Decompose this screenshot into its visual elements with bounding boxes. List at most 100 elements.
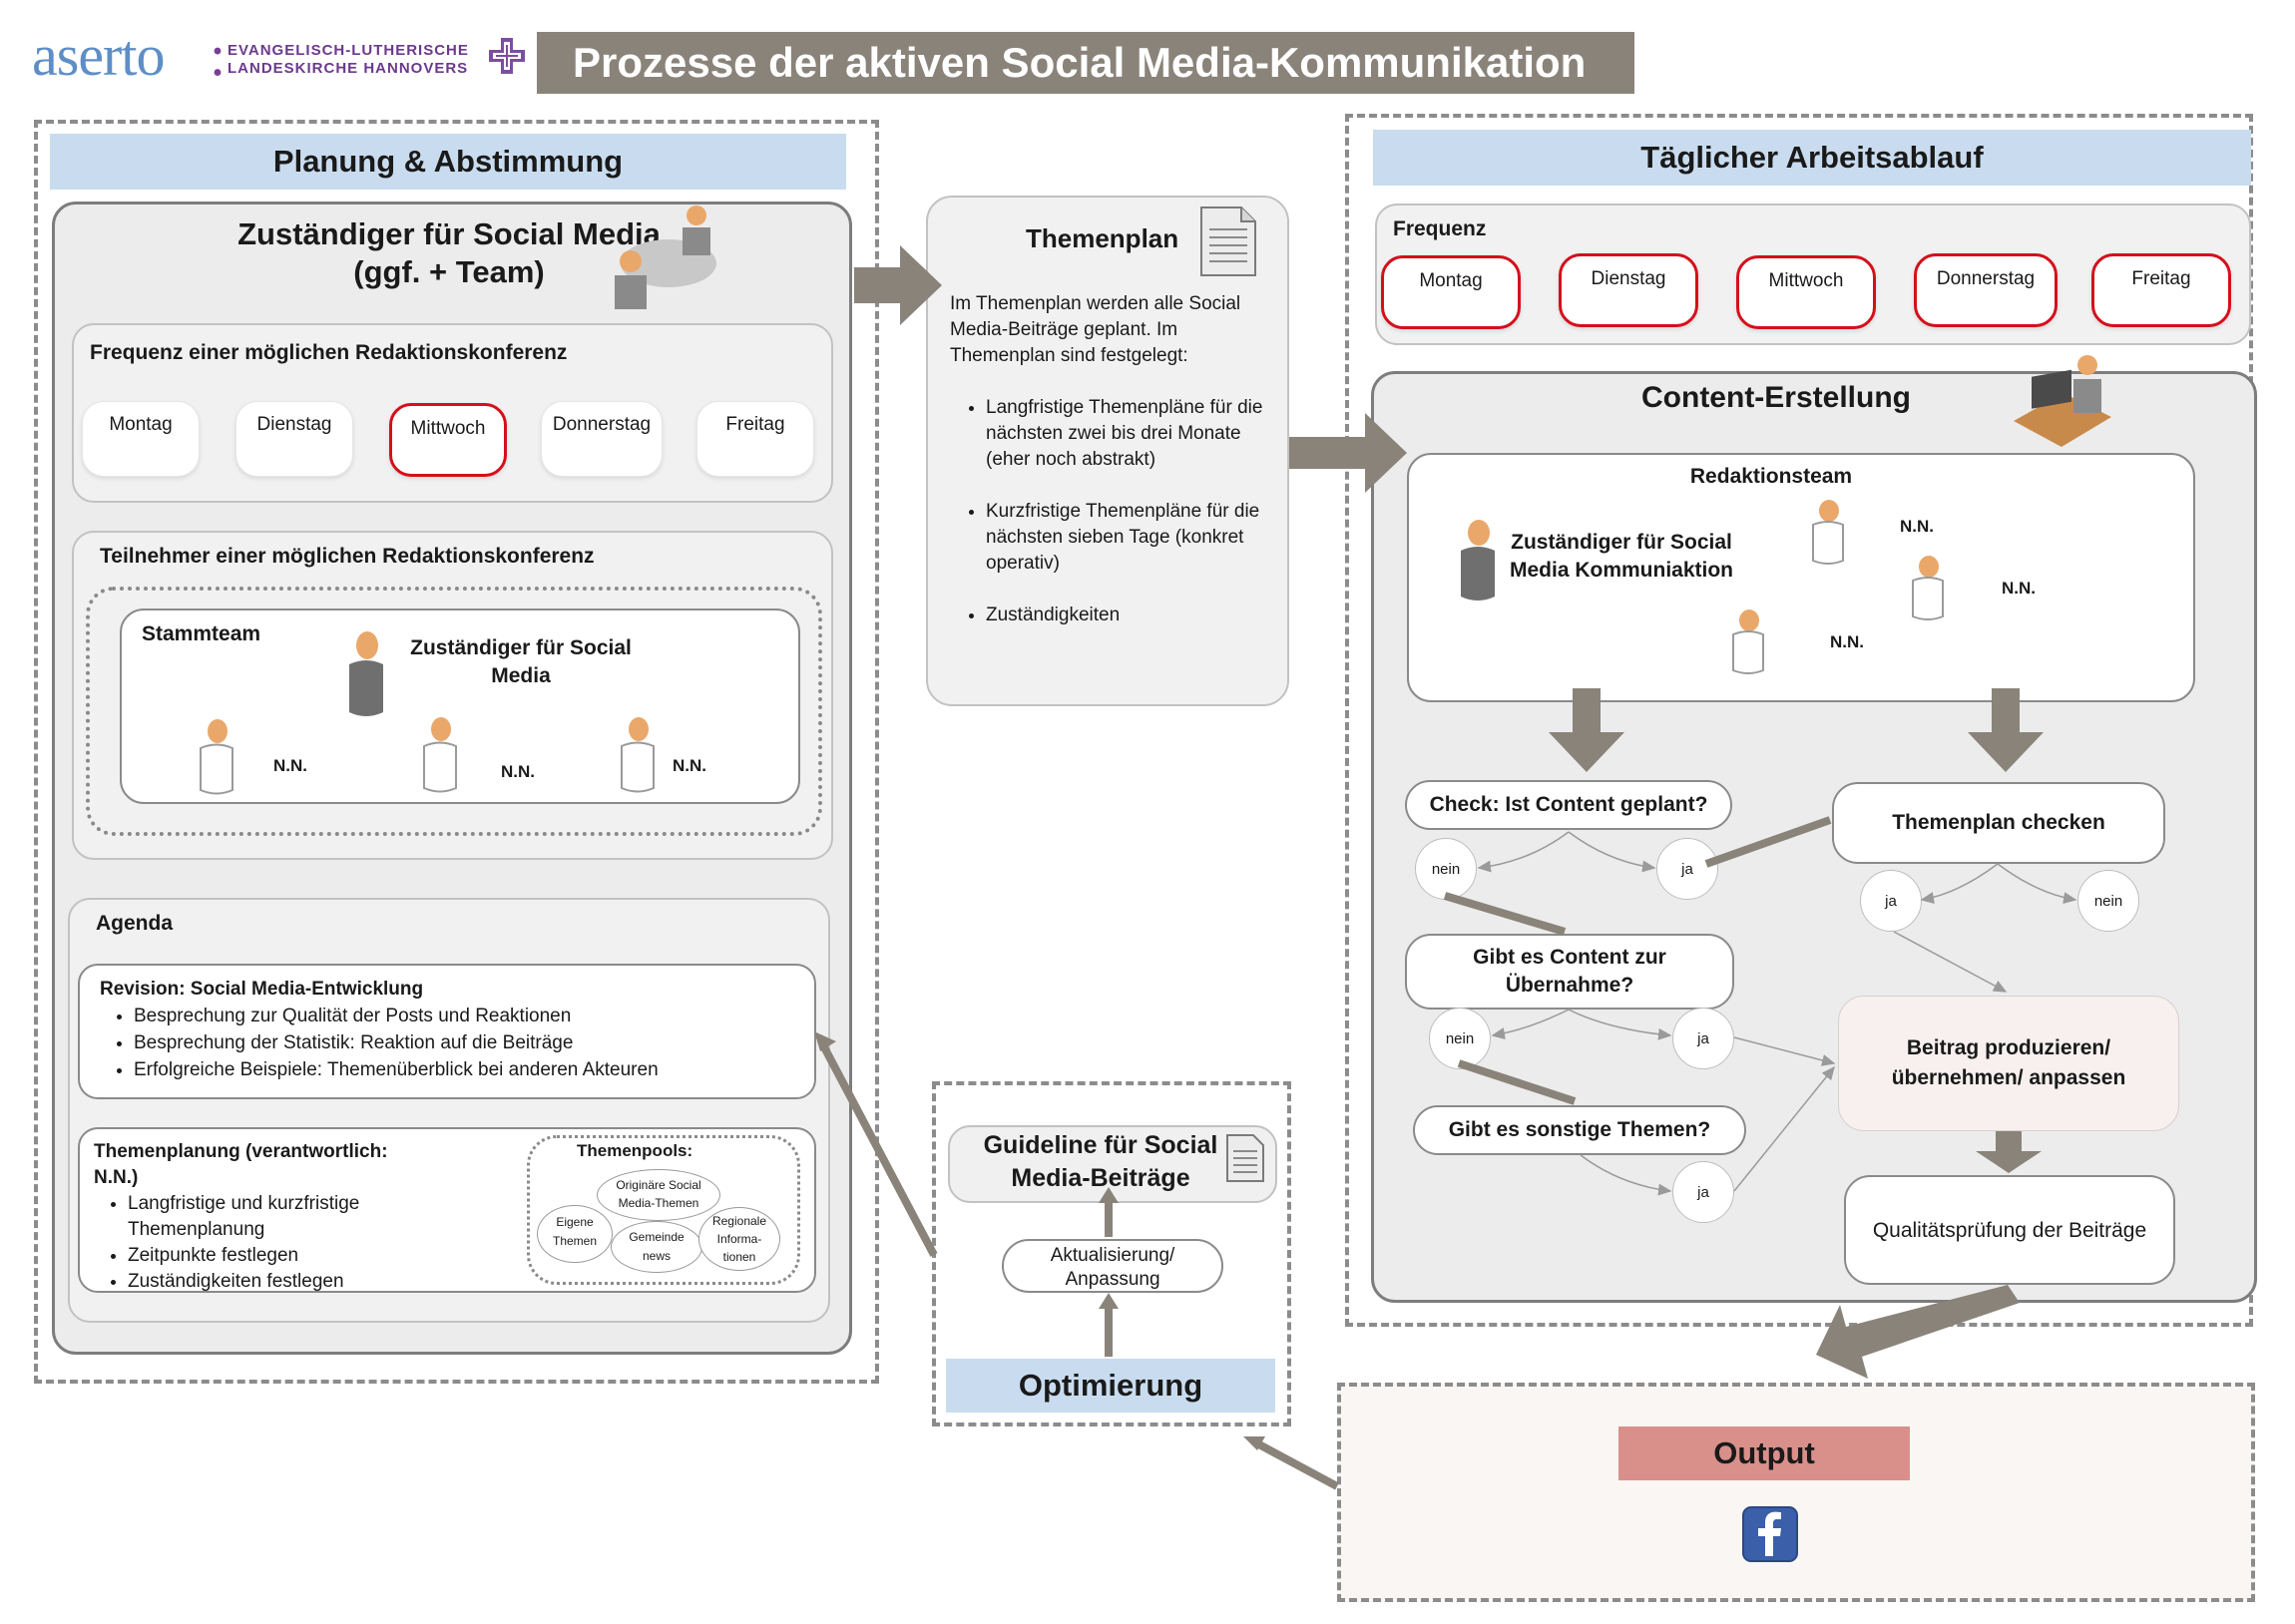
pool-gemeinde: Gemeinde news bbox=[611, 1221, 702, 1273]
optimierung-title: Optimierung bbox=[1018, 1368, 1203, 1403]
output-section bbox=[1337, 1383, 2255, 1602]
pool-originaer: Originäre Social Media-Themen bbox=[597, 1169, 720, 1221]
line-ja-to-themenplan bbox=[1704, 816, 1832, 868]
decision-ja-3: ja bbox=[1672, 1008, 1734, 1069]
themenplanung-content: Themenplanung (verantwortlich: N.N.) Lan… bbox=[94, 1139, 433, 1295]
daily-day-freitag[interactable]: Freitag bbox=[2091, 253, 2231, 327]
stammteam-nn-3: N.N. bbox=[673, 756, 706, 775]
stammteam-nn-2: N.N. bbox=[501, 762, 535, 781]
themenplanung-item: Zuständigkeiten festlegen bbox=[128, 1269, 433, 1295]
decision-ja-2: ja bbox=[1860, 870, 1922, 932]
taeglich-header: Täglicher Arbeitsablauf bbox=[1373, 130, 2251, 186]
beitrag-box: Beitrag produzieren/ übernehmen/ anpasse… bbox=[1838, 996, 2179, 1131]
revision-title: Revision: Social Media-Entwicklung bbox=[100, 979, 424, 1000]
konferenz-day-mittwoch[interactable]: Mittwoch bbox=[389, 403, 507, 477]
decision-ja-1: ja bbox=[1656, 838, 1718, 900]
person-team-nn-2-icon bbox=[1912, 556, 1944, 620]
daily-day-montag[interactable]: Montag bbox=[1381, 255, 1521, 329]
arrow-qualitaet-to-output bbox=[1816, 1285, 2020, 1379]
themenplanung-title: Themenplanung (verantwortlich: N.N.) bbox=[94, 1141, 388, 1188]
agenda-title: Agenda bbox=[96, 912, 174, 935]
arrow-team-to-themenplan bbox=[1968, 688, 2044, 772]
person-responsible-icon bbox=[349, 631, 383, 716]
responsible-line-1: Zuständiger für Social Media bbox=[237, 216, 661, 251]
document-icon bbox=[1200, 206, 1256, 276]
redaktionsteam-title: Redaktionsteam bbox=[1689, 465, 1853, 488]
themenplan-list: Langfristige Themenpläne für die nächste… bbox=[950, 395, 1275, 628]
arrow-themenplan-to-content bbox=[1289, 413, 1407, 493]
line-nein-to-uebernahme bbox=[1443, 892, 1567, 936]
arrow-beitrag-to-qualitaet bbox=[1976, 1131, 2042, 1173]
konferenz-day-donnerstag[interactable]: Donnerstag bbox=[541, 401, 663, 477]
stammteam-label: Stammteam bbox=[142, 622, 261, 645]
revision-box bbox=[78, 964, 816, 1099]
revision-item: Besprechung zur Qualität der Posts und R… bbox=[134, 1003, 798, 1029]
church-cross-icon bbox=[489, 38, 525, 74]
themenplan-title: Themenplan bbox=[1026, 223, 1179, 253]
person-nn-2-icon bbox=[423, 717, 457, 793]
decision-ja-4: ja bbox=[1672, 1161, 1734, 1223]
stammteam-responsible: Zuständiger für Social Media bbox=[410, 636, 632, 687]
daily-day-donnerstag[interactable]: Donnerstag bbox=[1914, 253, 2058, 327]
uebernahme-box: Gibt es Content zur Übernahme? bbox=[1405, 934, 1734, 1010]
planung-section bbox=[34, 120, 879, 1384]
planung-header: Planung & Abstimmung bbox=[50, 134, 846, 190]
revision-content: Revision: Social Media-Entwicklung Bespr… bbox=[100, 976, 798, 1083]
themenplanung-item: Langfristige und kurzfristige Themenplan… bbox=[128, 1191, 433, 1243]
responsible-title: Zuständiger für Social Media (ggf. + Tea… bbox=[180, 215, 718, 291]
frequenz-title: Frequenz einer möglichen Redaktionskonfe… bbox=[90, 341, 568, 364]
decision-nein-2: nein bbox=[2077, 870, 2139, 932]
team-nn-2: N.N. bbox=[2002, 579, 2036, 598]
themenpools-frame bbox=[527, 1135, 800, 1285]
arrow-planung-to-themenplan bbox=[854, 245, 942, 325]
team-nn-3: N.N. bbox=[1830, 632, 1864, 651]
themenplanung-item: Zeitpunkte festlegen bbox=[128, 1243, 433, 1269]
person-social-media-icon bbox=[1461, 520, 1495, 601]
themenplan-intro: Im Themenplan werden alle Social Media-B… bbox=[950, 293, 1241, 366]
redaktionsteam-box bbox=[1407, 453, 2195, 702]
decision-nein-3: nein bbox=[1429, 1008, 1491, 1069]
arrow-output-to-optimierung bbox=[1253, 1438, 1339, 1490]
facebook-icon[interactable] bbox=[1742, 1506, 1798, 1562]
page-title: Prozesse der aktiven Social Media-Kommun… bbox=[537, 32, 1634, 94]
content-title: Content-Erstellung bbox=[1641, 381, 1911, 414]
pool-eigene: Eigene Themen bbox=[537, 1205, 613, 1263]
konferenz-day-montag[interactable]: Montag bbox=[82, 401, 200, 477]
revision-item: Erfolgreiche Beispiele: Themenüberblick … bbox=[134, 1056, 798, 1083]
output-title: Output bbox=[1713, 1435, 1815, 1470]
teilnehmer-dashed-frame bbox=[86, 587, 822, 836]
daily-day-mittwoch[interactable]: Mittwoch bbox=[1736, 255, 1876, 329]
arrow-team-to-check bbox=[1549, 688, 1624, 772]
logo-text: aserto bbox=[32, 23, 165, 88]
check-content-box: Check: Ist Content geplant? bbox=[1405, 780, 1732, 830]
konferenz-day-dienstag[interactable]: Dienstag bbox=[235, 401, 353, 477]
decision-nein-1: nein bbox=[1415, 838, 1477, 900]
pool-regionale: Regionale Informa-tionen bbox=[698, 1207, 780, 1271]
sonstige-themen-box: Gibt es sonstige Themen? bbox=[1413, 1105, 1746, 1155]
church-line-2: LANDESKIRCHE HANNOVERS bbox=[228, 60, 469, 77]
qualitaet-box: Qualitätsprüfung der Beiträge bbox=[1844, 1175, 2175, 1285]
guideline-box bbox=[948, 1125, 1277, 1203]
stammteam-nn-1: N.N. bbox=[273, 756, 307, 775]
teilnehmer-title: Teilnehmer einer möglichen Redaktionskon… bbox=[100, 545, 595, 568]
person-team-nn-1-icon bbox=[1812, 500, 1844, 565]
page-title-text: Prozesse der aktiven Social Media-Kommun… bbox=[573, 39, 1587, 86]
taeglich-frequenz-title: Frequenz bbox=[1393, 217, 1487, 240]
themenplan-item: Zuständigkeiten bbox=[986, 603, 1275, 628]
konferenz-day-freitag[interactable]: Freitag bbox=[696, 401, 814, 477]
optimierung-header: Optimierung bbox=[946, 1359, 1275, 1413]
themenpools-title: Themenpools: bbox=[577, 1141, 693, 1160]
person-team-nn-3-icon bbox=[1732, 609, 1764, 674]
daily-day-dienstag[interactable]: Dienstag bbox=[1559, 253, 1698, 327]
responsible-line-2: (ggf. + Team) bbox=[353, 254, 545, 289]
logo: aserto : EVANGELISCH-LUTHERISCHE LANDESK… bbox=[32, 23, 531, 88]
output-header: Output bbox=[1618, 1426, 1910, 1480]
themenplanung-list: Langfristige und kurzfristige Themenplan… bbox=[94, 1191, 433, 1295]
team-meeting-icon bbox=[615, 205, 716, 309]
aktualisierung-box: Aktualisierung/ Anpassung bbox=[1002, 1239, 1223, 1293]
team-nn-1: N.N. bbox=[1900, 517, 1934, 536]
themenplan-item: Langfristige Themenpläne für die nächste… bbox=[986, 395, 1275, 473]
person-nn-1-icon bbox=[200, 719, 233, 795]
logo-colon: : bbox=[210, 23, 227, 88]
